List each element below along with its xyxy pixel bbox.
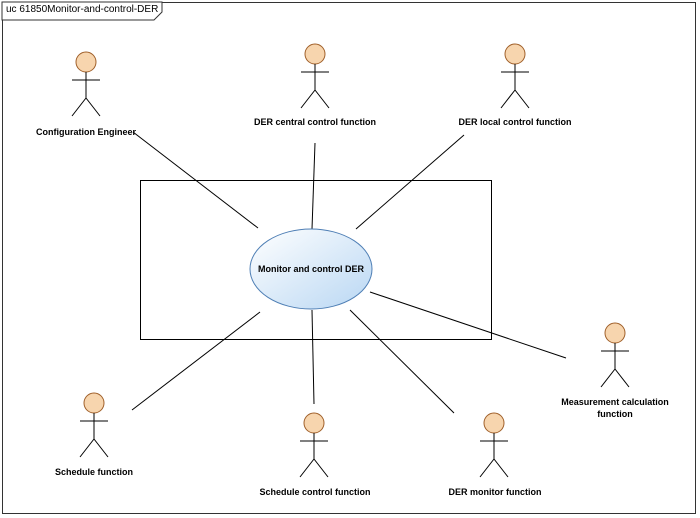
actor-label-der-central-control-function: DER central control function	[253, 117, 376, 127]
actor-label-schedule-function: Schedule function	[54, 467, 133, 477]
assoc-der-central-control	[311, 142, 316, 230]
assoc-schedule-function	[131, 311, 261, 411]
assoc-der-local-control	[355, 134, 465, 230]
actor-der-monitor-function-figure[interactable]	[479, 412, 509, 478]
assoc-der-monitor	[349, 309, 455, 414]
actor-schedule-control-function-figure[interactable]	[299, 412, 329, 478]
associations	[131, 131, 567, 414]
actor-label-measurement-calculation-function: Measurement calculation function	[555, 396, 675, 420]
assoc-schedule-control	[311, 309, 315, 405]
use-case-label: Monitor and control DER	[258, 264, 364, 274]
actor-label-der-monitor-function: DER monitor function	[448, 487, 542, 497]
system-boundary	[140, 180, 492, 340]
use-case-ellipse[interactable]	[249, 228, 373, 310]
actor-label-measurement-line-1: Measurement calculation	[561, 397, 669, 407]
actor-label-der-local-control-function: DER local control function	[458, 117, 572, 127]
diagram-frame	[2, 2, 696, 514]
actor-label-measurement-line-2: function	[597, 409, 633, 419]
actor-schedule-function-figure[interactable]	[79, 392, 109, 458]
actor-configuration-engineer-figure[interactable]	[71, 51, 101, 117]
assoc-measurement-calculation	[369, 291, 567, 359]
actor-der-local-control-function-figure[interactable]	[500, 43, 530, 109]
actor-measurement-calculation-function-figure[interactable]	[600, 322, 630, 388]
actor-label-schedule-control-function: Schedule control function	[259, 487, 371, 497]
diagram-title: uc 61850Monitor-and-control-DER	[6, 4, 159, 15]
actor-label-configuration-engineer: Configuration Engineer	[36, 127, 136, 137]
frame-title-tab	[1, 1, 163, 21]
assoc-configuration-engineer	[132, 131, 259, 229]
actor-der-central-control-function-figure[interactable]	[300, 43, 330, 109]
